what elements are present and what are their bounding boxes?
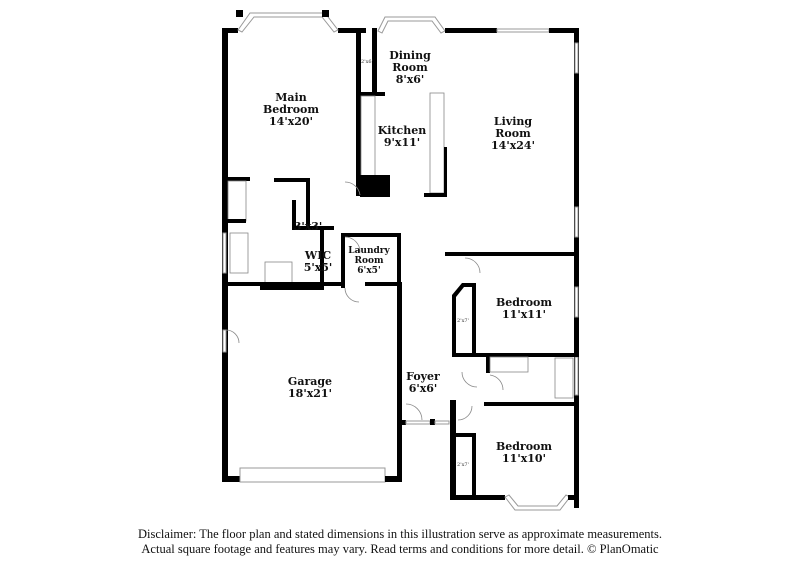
room-size: 6'x5' <box>357 266 380 276</box>
room-size: 11'x11' <box>502 308 546 321</box>
room-name: Dining <box>389 49 431 62</box>
room-name: Room <box>354 256 383 266</box>
room-name: Laundry <box>348 246 390 256</box>
room-name: Living <box>494 115 532 128</box>
doors <box>225 181 504 421</box>
pantry-size: 2'x6' <box>361 59 373 65</box>
closet-size: 3'x3' <box>294 220 323 233</box>
room-name: WIC <box>304 249 331 262</box>
room-living: Living Room 14'x24' <box>491 115 535 152</box>
room-wic: WIC 5'x5' <box>304 249 333 274</box>
room-name: Bedroom <box>496 440 552 453</box>
room-garage: Garage 18'x21' <box>288 375 332 400</box>
room-bedroom-2: Bedroom 11'x10' 2'x7' <box>457 440 552 468</box>
room-dining: Dining Room 8'x6' 2'x6' <box>361 49 431 86</box>
room-size: 11'x10' <box>502 452 546 465</box>
room-size: 8'x6' <box>396 73 425 86</box>
room-name: Main <box>275 91 306 104</box>
room-name: Foyer <box>406 370 440 383</box>
room-foyer: Foyer 6'x6' <box>406 370 440 395</box>
room-name: Bedroom <box>263 103 319 116</box>
disclaimer-line-2: Actual square footage and features may v… <box>141 542 659 556</box>
room-size: 14'x24' <box>491 139 535 152</box>
walls <box>222 10 579 511</box>
room-bedroom-1: Bedroom 11'x11' 2'x7' <box>457 296 552 324</box>
room-laundry: Laundry Room 6'x5' <box>348 246 390 276</box>
room-kitchen: Kitchen 9'x11' <box>378 124 427 149</box>
room-size: 6'x6' <box>409 382 438 395</box>
closet-size: 2'x7' <box>457 318 469 324</box>
room-name: Bedroom <box>496 296 552 309</box>
room-name: Garage <box>288 375 332 388</box>
floor-plan: Main Bedroom 14'x20' Dining Room 8'x6' 2… <box>222 10 579 511</box>
room-main-bedroom: Main Bedroom 14'x20' <box>263 91 319 128</box>
room-size: 9'x11' <box>384 136 420 149</box>
disclaimer-line-1: Disclaimer: The floor plan and stated di… <box>138 527 662 541</box>
room-size: 5'x5' <box>304 261 333 274</box>
room-size: 18'x21' <box>288 387 332 400</box>
room-name: Room <box>392 61 428 74</box>
room-size: 14'x20' <box>269 115 313 128</box>
room-name: Kitchen <box>378 124 427 137</box>
closet-size: 2'x7' <box>457 462 469 468</box>
room-name: Room <box>495 127 531 140</box>
